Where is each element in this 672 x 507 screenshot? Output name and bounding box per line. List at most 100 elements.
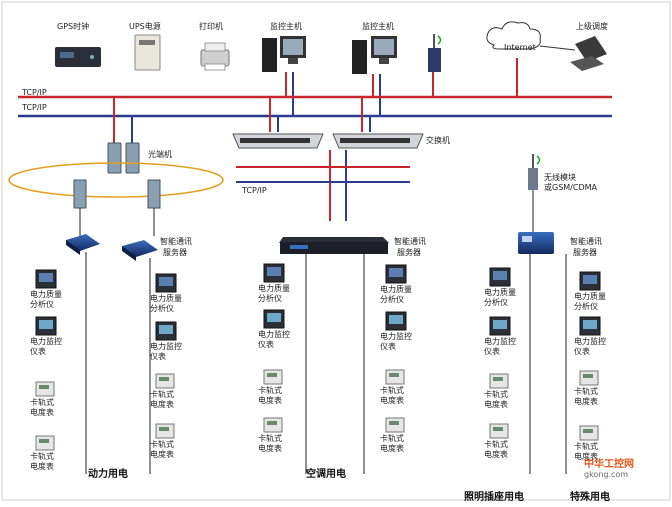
rail-meter-label: 电度表 xyxy=(258,396,282,405)
monitor-host-1-icon xyxy=(262,36,306,72)
section-special: 特殊用电 xyxy=(570,492,610,503)
power-monitor-label: 仪表 xyxy=(30,347,46,356)
upper-dispatch-label: 上级调度 xyxy=(576,22,608,31)
meter-icons xyxy=(35,263,601,451)
power-monitor-label: 仪表 xyxy=(484,347,500,356)
rail-meter-icon xyxy=(35,435,55,451)
rail-meter-label: 卡轨式 xyxy=(380,386,404,395)
rail-meter-icon xyxy=(35,381,55,397)
rail-meter-label: 电度表 xyxy=(150,400,174,409)
power-quality-label: 分析仪 xyxy=(574,302,598,311)
gps-clock-label: GPS时钟 xyxy=(57,22,90,31)
section-lighting: 照明插座用电 xyxy=(464,492,524,503)
comm-server-2-icon xyxy=(122,240,158,261)
section-power: 动力用电 xyxy=(88,469,128,480)
switch-icon xyxy=(232,133,424,149)
rail-meter-icon xyxy=(489,423,509,439)
wireless-module-icon xyxy=(528,154,541,190)
rail-meter-icon xyxy=(263,417,283,433)
power-monitor-label: 电力监控 xyxy=(258,330,290,339)
power-monitor-b-label: 电力监控 xyxy=(150,342,182,351)
tcpip-label-2: TCP/IP xyxy=(22,103,47,112)
power-quality-analyzer-icon xyxy=(385,264,407,284)
rail-meter-label: 电度表 xyxy=(484,450,508,459)
power-monitor-label: 电力监控 xyxy=(484,337,516,346)
power-quality-label: 分析仪 xyxy=(380,295,404,304)
power-quality-analyzer-icon xyxy=(489,267,511,287)
section-aircon: 空调用电 xyxy=(306,469,346,480)
rail-meter-label: 卡轨式 xyxy=(574,387,598,396)
power-quality-label: 分析仪 xyxy=(30,300,54,309)
power-quality-label: 分析仪 xyxy=(484,298,508,307)
printer-label: 打印机 xyxy=(199,22,223,31)
rail-meter-label: 卡轨式 xyxy=(258,386,282,395)
comm-server-label-left-1: 智能通讯 xyxy=(160,237,192,246)
optical-transceiver-icon xyxy=(107,142,140,174)
rail-meter-icon xyxy=(579,370,599,386)
rail-meter-label: 电度表 xyxy=(150,450,174,459)
power-monitor-label: 电力监控 xyxy=(30,337,62,346)
rail-meter-label: 电度表 xyxy=(574,452,598,461)
power-monitor-icon xyxy=(489,316,511,336)
internet-cloud-icon xyxy=(486,21,541,50)
wireless-router-icon xyxy=(428,34,442,72)
rail-meter-label: 电度表 xyxy=(574,397,598,406)
internet-label: Internet xyxy=(504,43,536,52)
tcpip-label-1: TCP/IP xyxy=(22,88,47,97)
power-monitor-icon xyxy=(155,321,177,341)
power-quality-analyzer-icon xyxy=(263,263,285,283)
rail-meter-icon xyxy=(263,369,283,385)
rail-meter-label: 电度表 xyxy=(380,396,404,405)
gps-clock-icon xyxy=(55,47,101,67)
power-quality-label: 电力质量 xyxy=(150,294,182,303)
rail-meter-label: 电度表 xyxy=(258,444,282,453)
monitor-host-2-label: 监控主机 xyxy=(362,22,394,31)
rail-meter-label: 卡轨式 xyxy=(30,452,54,461)
watermark-site-url: gkong.com xyxy=(584,470,629,479)
ring-transceiver-icon xyxy=(73,179,161,209)
rail-meter-label: 卡轨式 xyxy=(30,398,54,407)
power-monitor-icon xyxy=(35,316,57,336)
comm-server-label-right-2: 服务器 xyxy=(573,248,597,257)
power-quality-analyzer-icon xyxy=(35,269,57,289)
power-quality-label: 分析仪 xyxy=(150,304,174,313)
monitor-host-1-label: 监控主机 xyxy=(270,22,302,31)
ups-label: UPS电源 xyxy=(129,22,161,31)
power-quality-label: 分析仪 xyxy=(258,294,282,303)
comm-server-label-mid-2: 服务器 xyxy=(397,248,421,257)
ups-icon xyxy=(134,34,161,71)
rail-meter-icon xyxy=(579,425,599,441)
wireless-module-label-1: 无线模块 xyxy=(544,173,576,182)
comm-server-label-mid-1: 智能通讯 xyxy=(394,237,426,246)
power-quality-analyzer-icon xyxy=(155,273,177,293)
fiber-ring xyxy=(8,162,224,198)
rail-meter-label: 卡轨式 xyxy=(484,440,508,449)
rail-meter-label: 电度表 xyxy=(484,400,508,409)
rail-meter-label: 卡轨式 xyxy=(258,434,282,443)
power-quality-label: 电力质量 xyxy=(380,285,412,294)
rail-meter-label: 卡轨式 xyxy=(574,442,598,451)
comm-server-label-left-2: 服务器 xyxy=(163,248,187,257)
rail-meter-label: 卡轨式 xyxy=(484,390,508,399)
rail-meter-label: 卡轨式 xyxy=(150,390,174,399)
rail-meter-icon xyxy=(155,423,175,439)
power-monitor-icon xyxy=(263,309,285,329)
power-monitor-label: 仪表 xyxy=(258,340,274,349)
rail-meter-icon xyxy=(155,373,175,389)
power-monitor-b-label: 电力监控 xyxy=(380,332,412,341)
switch-label: 交换机 xyxy=(426,136,450,145)
rail-meter-label: 电度表 xyxy=(30,408,54,417)
watermark-site-cn: 中华工控网 xyxy=(584,459,634,470)
rail-meter-icon xyxy=(385,417,405,433)
power-monitor-b-label: 仪表 xyxy=(150,352,166,361)
comm-server-label-right-1: 智能通讯 xyxy=(570,237,602,246)
power-quality-label: 电力质量 xyxy=(30,290,62,299)
power-monitor-icon xyxy=(579,316,601,336)
monitor-host-2-icon xyxy=(352,36,397,74)
comm-server-mid-icon xyxy=(279,237,389,254)
power-monitor-b-label: 电力监控 xyxy=(574,337,606,346)
power-quality-label: 电力质量 xyxy=(484,288,516,297)
